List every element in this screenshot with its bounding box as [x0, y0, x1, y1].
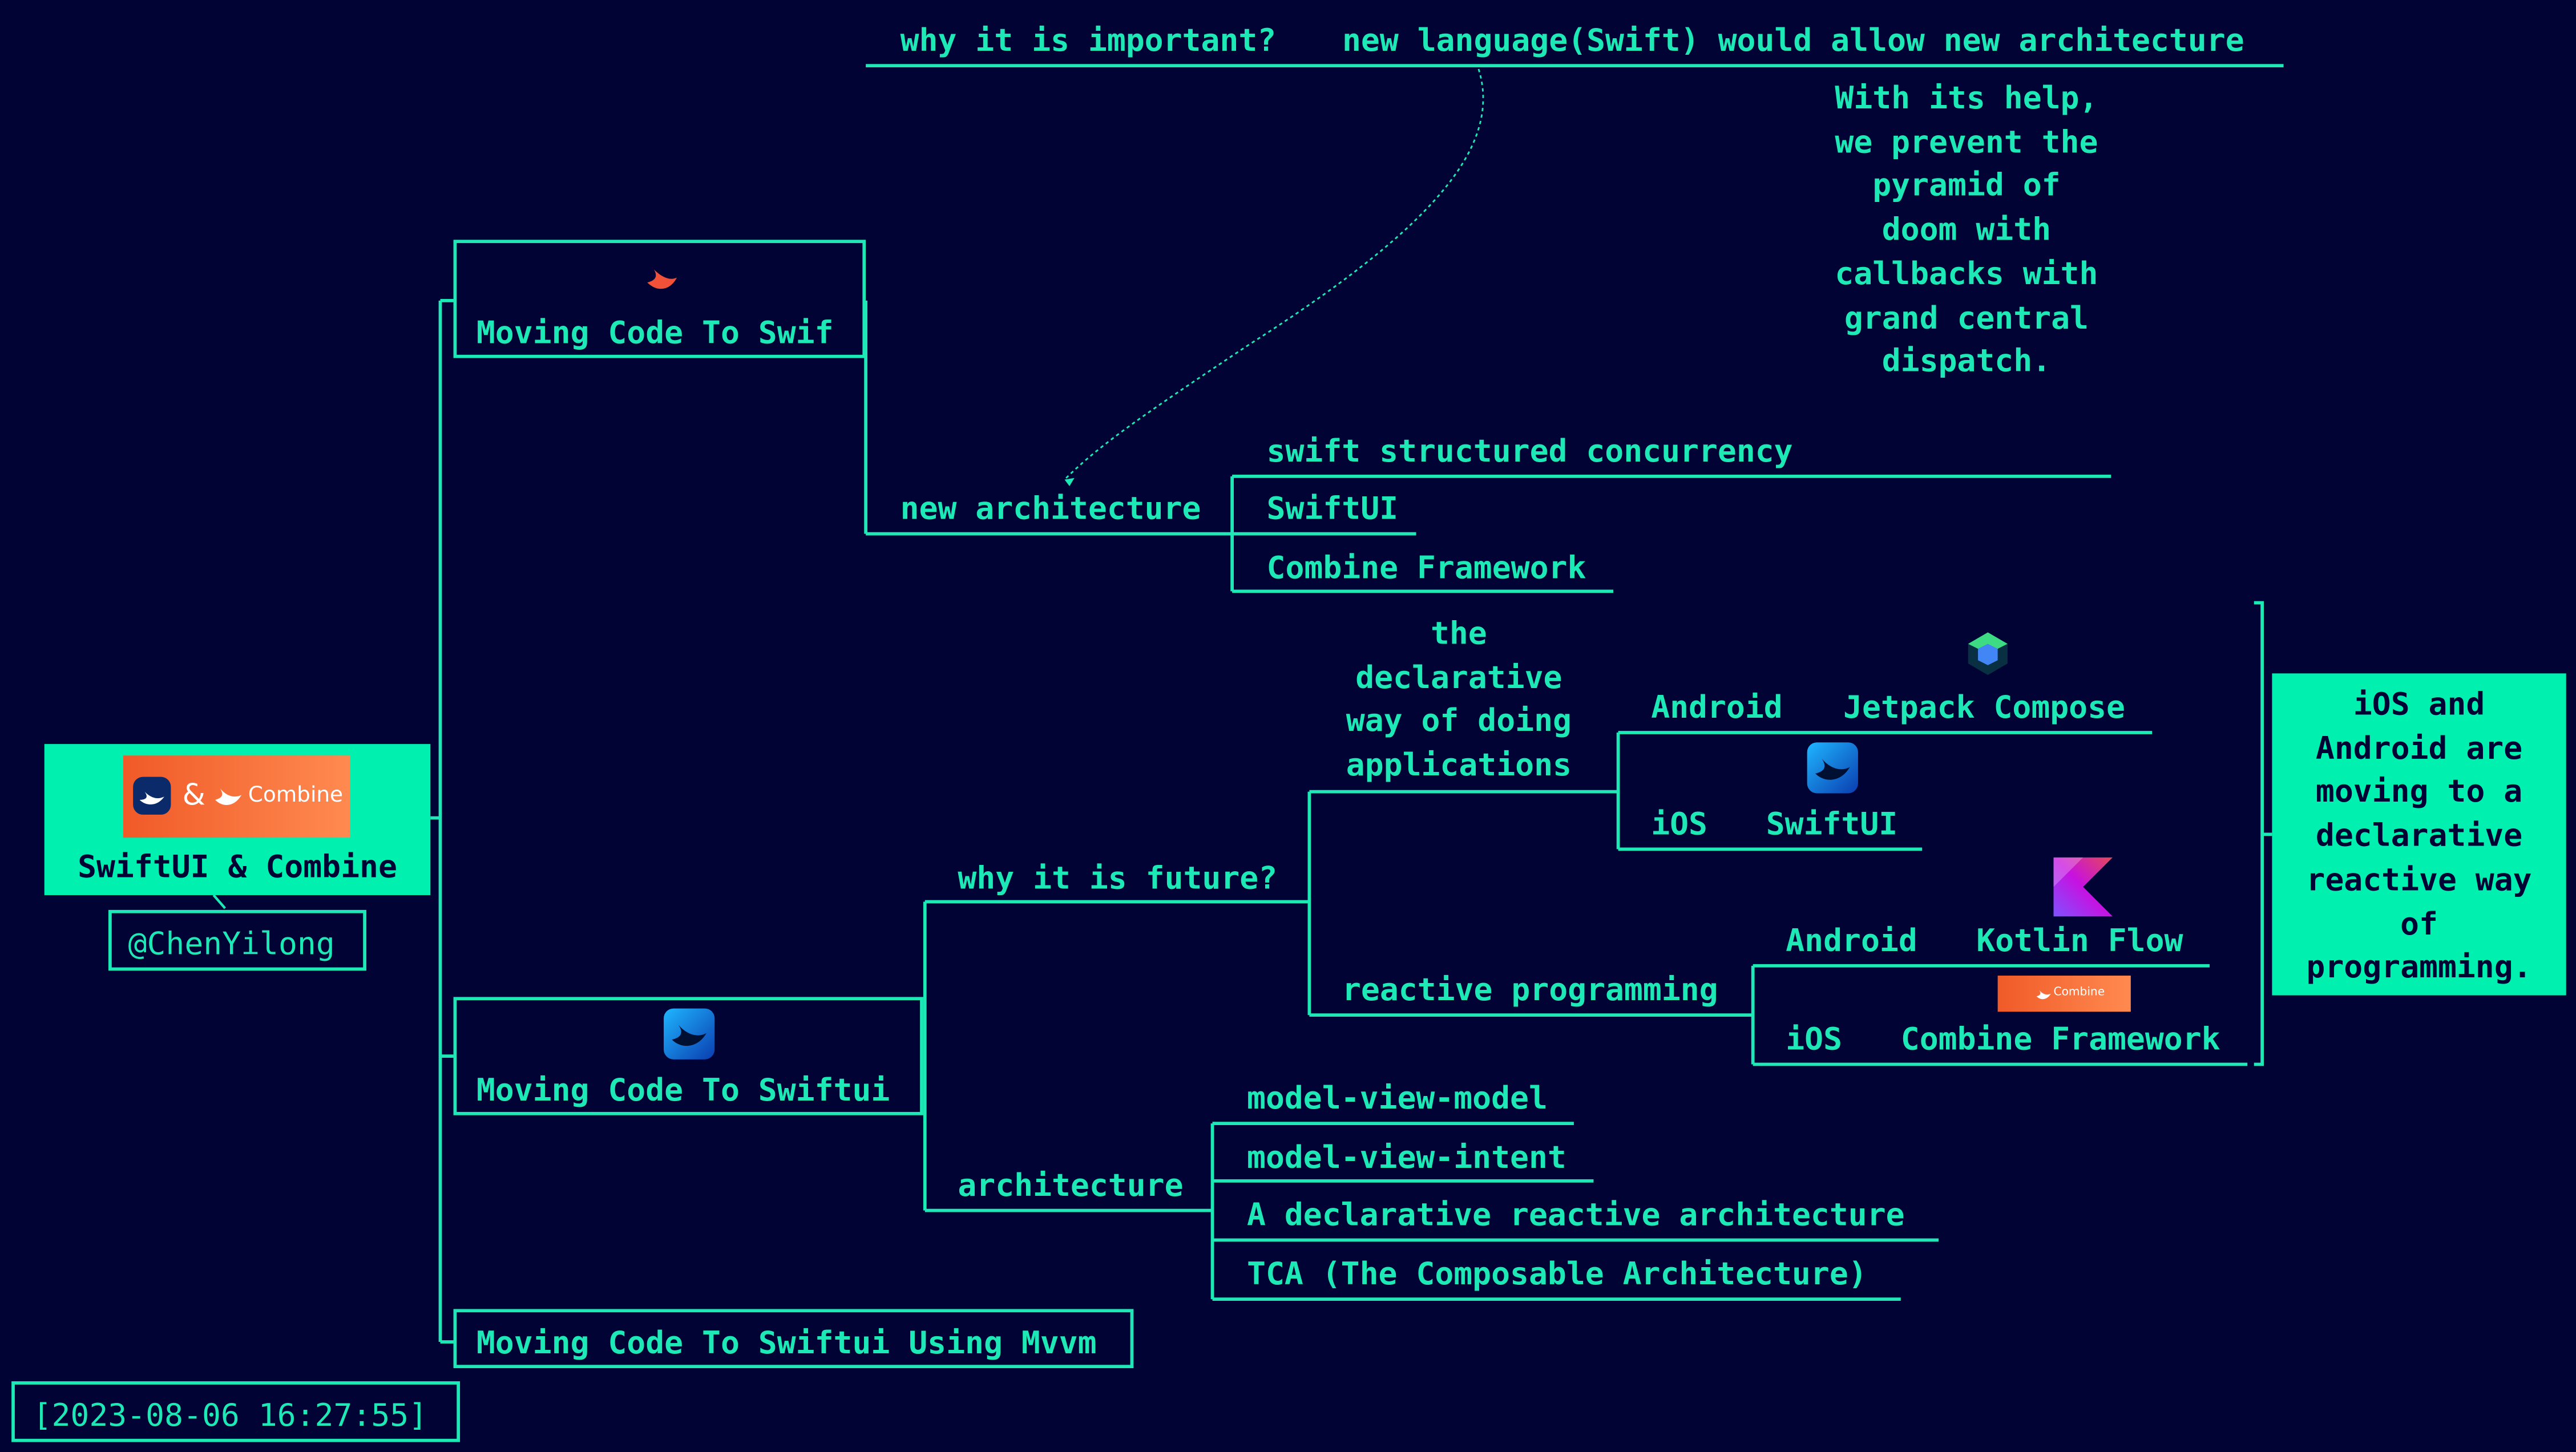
arch-declarative-reactive[interactable]: A declarative reactive architecture — [1247, 1197, 1905, 1233]
combine-framework-label[interactable]: Combine Framework — [1900, 1021, 2220, 1058]
declarative-label[interactable]: the declarative way of doing application… — [1346, 616, 1572, 784]
ios-label-2[interactable]: iOS — [1786, 1021, 1843, 1058]
concurrency-note[interactable]: With its help, we prevent the pyramid of… — [1835, 80, 2098, 380]
branch2-title: Moving Code To Swiftui — [476, 1072, 890, 1109]
why-important-label[interactable]: why it is important? — [900, 23, 1277, 59]
jetpack-compose-label[interactable]: Jetpack Compose — [1843, 690, 2125, 726]
jetpack-compose-icon — [1968, 632, 2008, 676]
arch-tca[interactable]: TCA (The Composable Architecture) — [1247, 1256, 1867, 1293]
item-combine-framework[interactable]: Combine Framework — [1266, 550, 1586, 587]
reactive-programming-label[interactable]: reactive programming — [1342, 972, 1718, 1009]
arch-mvm[interactable]: model-view-model — [1247, 1081, 1548, 1117]
combine-badge-small: Combine — [1997, 976, 2131, 1012]
ios-label-1[interactable]: iOS — [1651, 806, 1708, 843]
why-important-answer[interactable]: new language(Swift) would allow new arch… — [1342, 23, 2244, 59]
root-logo-badge: & Combine — [123, 755, 350, 838]
root-node[interactable]: & Combine SwiftUI & Combine — [44, 744, 431, 895]
android-label-1[interactable]: Android — [1651, 690, 1783, 726]
new-architecture-label[interactable]: new architecture — [900, 491, 1201, 528]
branch1-title: Moving Code To Swif — [476, 315, 834, 352]
swiftui-icon — [133, 776, 171, 815]
badge-ampersand: & — [182, 778, 205, 814]
combine-badge-text: Combine — [2053, 985, 2105, 999]
swiftui-label[interactable]: SwiftUI — [1766, 806, 1898, 843]
arch-mvi[interactable]: model-view-intent — [1247, 1139, 1566, 1176]
branch-moving-code-to-swiftui[interactable]: Moving Code To Swiftui — [453, 997, 923, 1115]
root-title: SwiftUI & Combine — [78, 849, 397, 885]
why-future-label[interactable]: why it is future? — [958, 860, 1278, 897]
timestamp: [2023-08-06 16:27:55] — [33, 1397, 428, 1434]
swiftui-app-icon-small — [1807, 742, 1858, 794]
badge-combine-text: Combine — [248, 783, 344, 808]
summary-text: iOS and Android are moving to a declarat… — [2306, 686, 2532, 986]
summary-node[interactable]: iOS and Android are moving to a declarat… — [2272, 673, 2566, 996]
branch-moving-code-mvvm[interactable]: Moving Code To Swiftui Using Mvvm — [453, 1309, 1134, 1369]
item-swiftui[interactable]: SwiftUI — [1266, 491, 1399, 528]
timestamp-box: [2023-08-06 16:27:55] — [11, 1381, 461, 1442]
swift-bird-icon — [215, 788, 242, 805]
branch-moving-code-to-swift[interactable]: Moving Code To Swif — [453, 240, 866, 358]
kotlin-flow-label[interactable]: Kotlin Flow — [1976, 923, 2183, 960]
item-structured-concurrency[interactable]: swift structured concurrency — [1266, 434, 1793, 470]
author-label: @ChenYilong — [128, 926, 335, 962]
kotlin-icon — [2053, 857, 2113, 917]
android-label-2[interactable]: Android — [1786, 923, 1917, 960]
swiftui-app-icon — [664, 1008, 715, 1059]
branch3-title: Moving Code To Swiftui Using Mvvm — [476, 1325, 1097, 1362]
author-node[interactable]: @ChenYilong — [108, 909, 366, 971]
architecture-label[interactable]: architecture — [958, 1167, 1184, 1204]
swift-logo-icon — [647, 269, 677, 289]
